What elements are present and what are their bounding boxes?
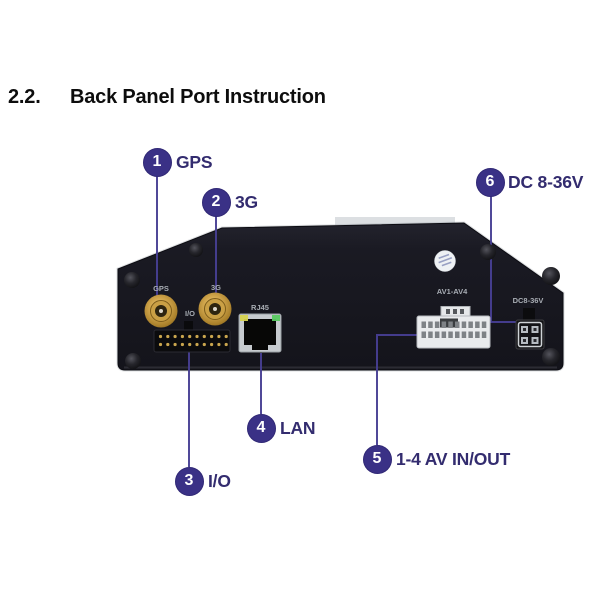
callout-label-av: 1-4 AV IN/OUT: [396, 448, 511, 469]
callout-number-av: 5: [372, 450, 382, 467]
screw-upper-right: [480, 244, 496, 260]
screw-top-left: [124, 272, 140, 288]
av-harness-connector: [416, 306, 491, 349]
panel-label-io: I/O: [185, 309, 195, 318]
callout-line-dc: [490, 196, 516, 323]
callout-label-dc: DC 8-36V: [508, 171, 584, 192]
callout-number-3g: 2: [211, 193, 221, 210]
section-title: Back Panel Port Instruction: [70, 86, 326, 108]
section-number: 2.2.: [8, 86, 41, 108]
dc-connector-pins: [521, 326, 539, 344]
qc-sticker-print: [438, 253, 453, 267]
callout-marker-3g: 2: [201, 187, 231, 217]
antenna-3g-connector: [198, 292, 232, 326]
panel-label-gps: GPS: [153, 284, 169, 293]
screw-bottom-right: [542, 348, 560, 366]
screw-bottom-left: [125, 353, 141, 369]
chassis-top-sliver: [335, 217, 455, 225]
dc-connector-nub: [523, 308, 535, 321]
callout-marker-gps: 1: [142, 147, 172, 177]
av-connector-slots: [421, 321, 487, 338]
screw-top-right: [542, 267, 560, 285]
callout-label-lan: LAN: [280, 417, 316, 438]
panel-label-rj45: RJ45: [251, 303, 269, 312]
panel-screws: [124, 243, 560, 369]
callout-number-io: 3: [184, 472, 194, 489]
callout-number-dc: 6: [485, 173, 495, 190]
io-header-pins: [158, 334, 228, 347]
callout-label-3g: 3G: [235, 191, 258, 212]
callout-label-io: I/O: [208, 470, 231, 491]
panel-label-av: AV1-AV4: [437, 287, 468, 296]
callout-marker-lan: 4: [246, 413, 276, 443]
callout-marker-dc: 6: [475, 167, 505, 197]
callout-number-gps: 1: [152, 153, 162, 170]
dc-power-connector: [515, 308, 545, 350]
io-header-nub: [184, 321, 193, 331]
rj45-led-left: [240, 315, 248, 321]
panel-label-3g: 3G: [211, 283, 221, 292]
callout-label-gps: GPS: [176, 151, 213, 172]
gps-antenna-connector: [144, 294, 178, 328]
qc-sticker: [434, 250, 456, 272]
panel-label-dc: DC8-36V: [513, 296, 544, 305]
section-heading: 2.2. Back Panel Port Instruction: [8, 86, 326, 109]
rj45-port: [238, 313, 282, 353]
io-pin-header: [153, 321, 231, 353]
screw-upper-left: [189, 243, 203, 257]
callout-marker-av: 5: [362, 444, 392, 474]
callout-line-av: [376, 334, 417, 445]
rj45-led-right: [272, 315, 280, 321]
callout-marker-io: 3: [174, 466, 204, 496]
callout-number-lan: 4: [256, 419, 266, 436]
